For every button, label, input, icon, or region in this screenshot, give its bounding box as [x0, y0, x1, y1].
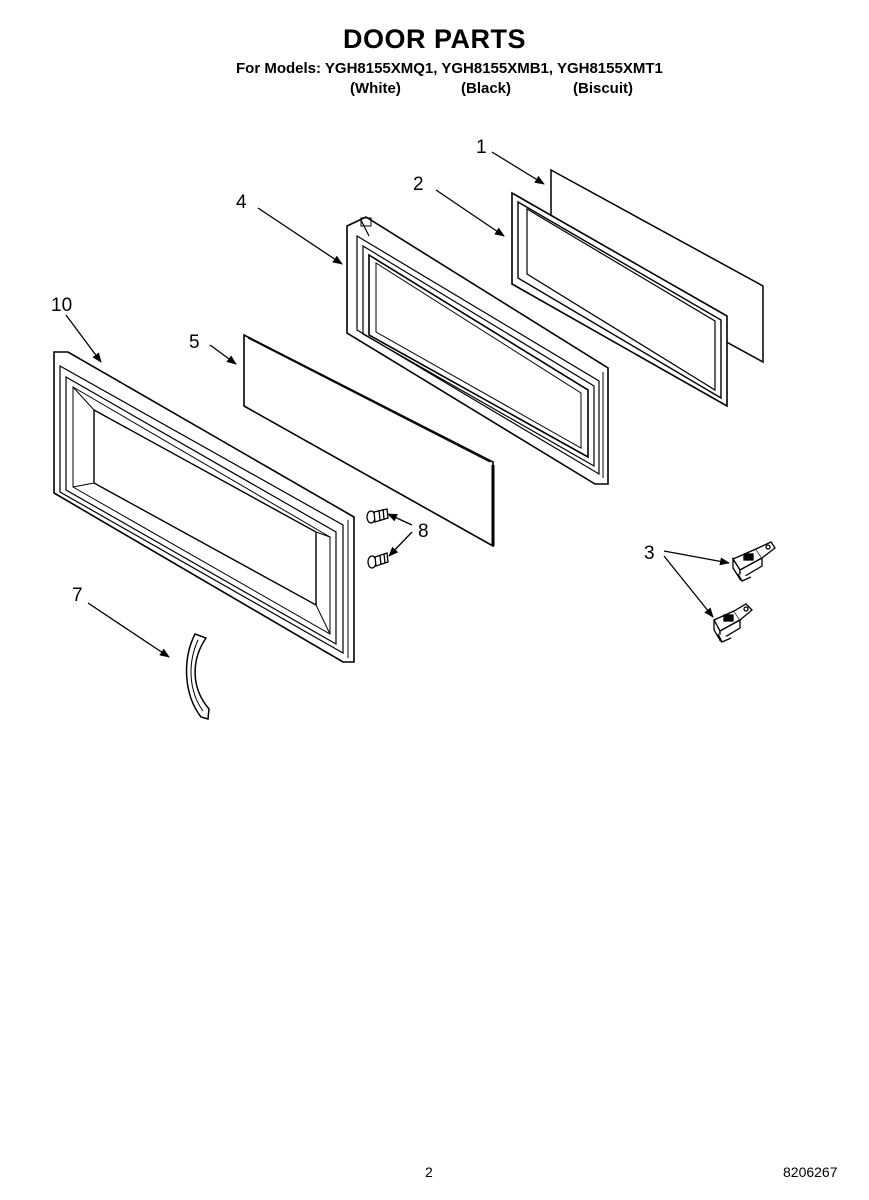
part-4-inner-door [346, 216, 609, 485]
callout-5: 5 [189, 332, 200, 353]
variant-biscuit: (Biscuit) [573, 80, 633, 97]
part-7-handle [185, 633, 210, 720]
part-10-outer-door [53, 351, 355, 663]
callout-4: 4 [236, 192, 247, 213]
part-8-screws [366, 508, 389, 569]
callout-3: 3 [644, 543, 655, 564]
part-5-panel [243, 333, 495, 548]
callout-1: 1 [476, 137, 487, 158]
callout-8: 8 [418, 521, 429, 542]
models-line: For Models: YGH8155XMQ1, YGH8155XMB1, YG… [236, 60, 663, 77]
variant-white: (White) [350, 80, 401, 97]
leader-lines [65, 151, 730, 658]
part-3-latch-upper [732, 541, 776, 582]
part-3-latch-lower [713, 603, 753, 643]
page-number: 2 [425, 1164, 433, 1180]
part-2-gasket-frame [511, 191, 728, 408]
document-number: 8206267 [783, 1164, 838, 1180]
variant-black: (Black) [461, 80, 512, 97]
callout-10: 10 [51, 295, 72, 316]
callout-2: 2 [413, 174, 424, 195]
page-title: DOOR PARTS [342, 24, 526, 54]
callout-7: 7 [72, 585, 83, 606]
